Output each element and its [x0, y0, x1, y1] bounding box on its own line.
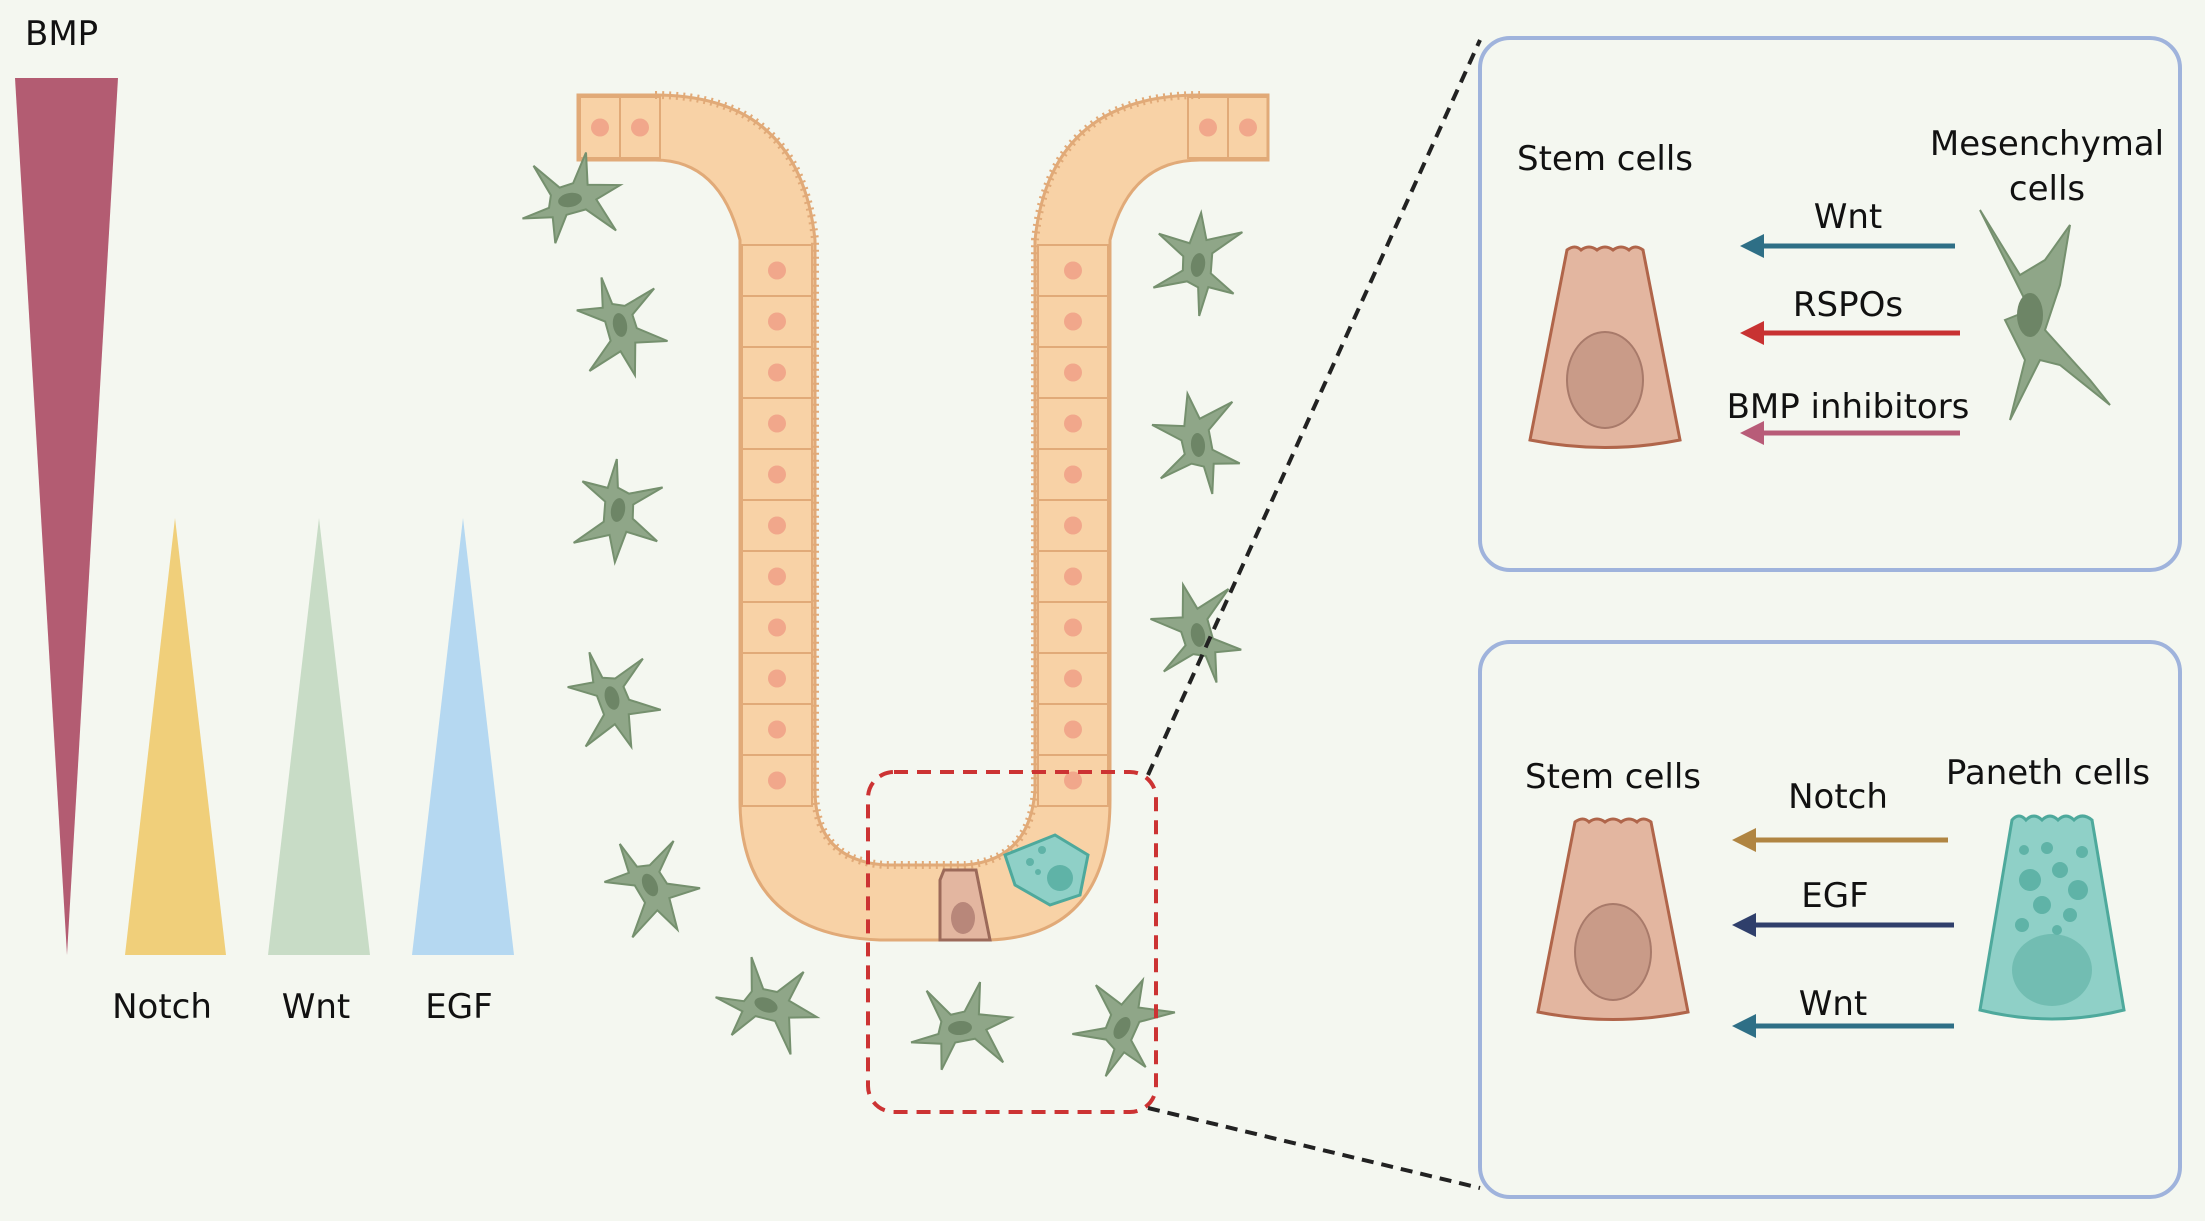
epithelial-cell — [741, 754, 813, 807]
mesenchymal-title-line2: cells — [2009, 169, 2085, 209]
crypt-cell-grid — [579, 96, 1269, 807]
bottom-signal-arrows: Notch EGF Wnt — [1732, 777, 1954, 1038]
epithelial-cell-nucleus — [1064, 567, 1082, 586]
epithelial-cell-nucleus — [768, 261, 786, 280]
stem-cells-title: Stem cells — [1517, 139, 1693, 179]
stem-cell — [1528, 245, 1682, 449]
epithelial-cell-nucleus — [1064, 516, 1082, 535]
mesenchymal-cell — [1057, 959, 1184, 1093]
top-signal-arrows: Wnt RSPOs BMP inhibitors — [1727, 197, 1970, 445]
mesenchymal-cell — [570, 267, 674, 385]
epithelial-cell-nucleus — [1064, 465, 1082, 484]
panel-paneth-signals: Stem cells Paneth cells Notch EGF Wnt — [1478, 640, 2182, 1199]
epithelial-cell-nucleus — [768, 567, 786, 586]
stem-cells-title: Stem cells — [1525, 757, 1701, 797]
mesenchymal-cell — [905, 978, 1017, 1074]
epithelial-cell — [1037, 754, 1109, 807]
egf-arrowhead — [1732, 913, 1756, 937]
epithelial-cell-nucleus — [1064, 261, 1082, 280]
epithelial-cell-nucleus — [1064, 414, 1082, 433]
wnt-signal-label: Wnt — [1799, 984, 1868, 1024]
notch-arrow: Notch — [1732, 777, 1948, 852]
epithelial-cell — [619, 96, 661, 159]
intestinal-crypt — [576, 91, 1270, 942]
egf-gradient-wedge — [412, 518, 514, 955]
mesenchymal-cell — [591, 820, 713, 951]
crypt-epithelium — [576, 93, 1270, 942]
epithelial-cell-nucleus — [1064, 669, 1082, 688]
wnt-signal-label: Wnt — [1814, 197, 1883, 237]
wnt-arrow: Wnt — [1740, 197, 1955, 258]
rspos-arrow: RSPOs — [1740, 285, 1960, 345]
epithelial-cell-nucleus — [1199, 118, 1217, 137]
epithelial-cell-nucleus — [631, 118, 649, 137]
epithelial-cell-nucleus — [768, 516, 786, 535]
mesenchymal-cell — [1144, 575, 1248, 693]
egf-label: EGF — [425, 987, 492, 1027]
epithelial-cell-nucleus — [768, 669, 786, 688]
mesenchymal-cell-large — [1979, 209, 2111, 421]
bmp-gradient-wedge — [15, 78, 118, 955]
epithelial-cell-nucleus — [1239, 118, 1257, 137]
bmp-inhibitors-arrow: BMP inhibitors — [1727, 387, 1970, 445]
notch-gradient-wedge — [125, 518, 226, 955]
panel-frame — [1478, 36, 2182, 572]
epithelial-cell-nucleus — [591, 118, 609, 137]
bmp-inhibitors-arrowhead — [1740, 421, 1764, 445]
egf-signal-label: EGF — [1801, 876, 1868, 916]
gradient-legend: BMP Notch Wnt EGF — [15, 14, 514, 1027]
epithelial-cell-nucleus — [1064, 720, 1082, 739]
crypt-stem-cell-nucleus — [951, 902, 975, 934]
epithelial-cell-nucleus — [768, 465, 786, 484]
wnt-arrow: Wnt — [1732, 984, 1954, 1038]
epithelial-cell-nucleus — [768, 618, 786, 637]
epithelial-cell-nucleus — [768, 771, 786, 790]
epithelial-cell-nucleus — [1064, 771, 1082, 790]
mesenchymal-cells — [512, 146, 1248, 1093]
notch-label: Notch — [112, 987, 212, 1027]
epithelial-cell-nucleus — [768, 312, 786, 331]
wnt-label: Wnt — [282, 987, 351, 1027]
paneth-cells-title: Paneth cells — [1946, 753, 2150, 793]
wnt-gradient-wedge — [268, 518, 370, 955]
zoom-connector-top — [1146, 39, 1482, 776]
egf-arrow: EGF — [1732, 876, 1954, 937]
mesenchymal-cell — [704, 945, 831, 1062]
epithelial-cell — [1227, 96, 1269, 159]
panel-mesenchymal-signals: Stem cells Mesenchymal cells Wnt RSPOs B… — [1478, 36, 2182, 572]
epithelial-cell-nucleus — [768, 414, 786, 433]
notch-arrowhead — [1732, 828, 1756, 852]
epithelial-cell-nucleus — [1064, 363, 1082, 382]
stem-cell-niche-highlight — [866, 770, 1158, 1114]
mesenchymal-cell — [568, 452, 672, 570]
mesenchymal-cell — [512, 146, 630, 250]
mesenchymal-cell — [559, 637, 669, 760]
wnt-arrowhead — [1732, 1014, 1756, 1038]
epithelial-cell-nucleus — [768, 363, 786, 382]
stem-cell — [1536, 817, 1690, 1021]
crypt-paneth-nucleus — [1047, 865, 1073, 891]
paneth-cell — [1978, 814, 2126, 1021]
rspos-arrowhead — [1740, 321, 1764, 345]
rspos-signal-label: RSPOs — [1793, 285, 1903, 325]
wnt-arrowhead — [1740, 234, 1764, 258]
epithelial-cell-nucleus — [768, 720, 786, 739]
bmp-label: BMP — [25, 14, 98, 54]
zoom-connector-bottom — [1147, 1106, 1481, 1190]
notch-signal-label: Notch — [1788, 777, 1888, 817]
mesenchymal-title-line1: Mesenchymal — [1930, 124, 2164, 164]
epithelial-cell-nucleus — [1064, 618, 1082, 637]
mesenchymal-cell — [1144, 205, 1248, 323]
mesenchymal-cell — [1148, 388, 1244, 500]
epithelial-cell-nucleus — [1064, 312, 1082, 331]
panel-frame — [1478, 640, 2182, 1199]
bmp-inhibitors-signal-label: BMP inhibitors — [1727, 387, 1970, 427]
